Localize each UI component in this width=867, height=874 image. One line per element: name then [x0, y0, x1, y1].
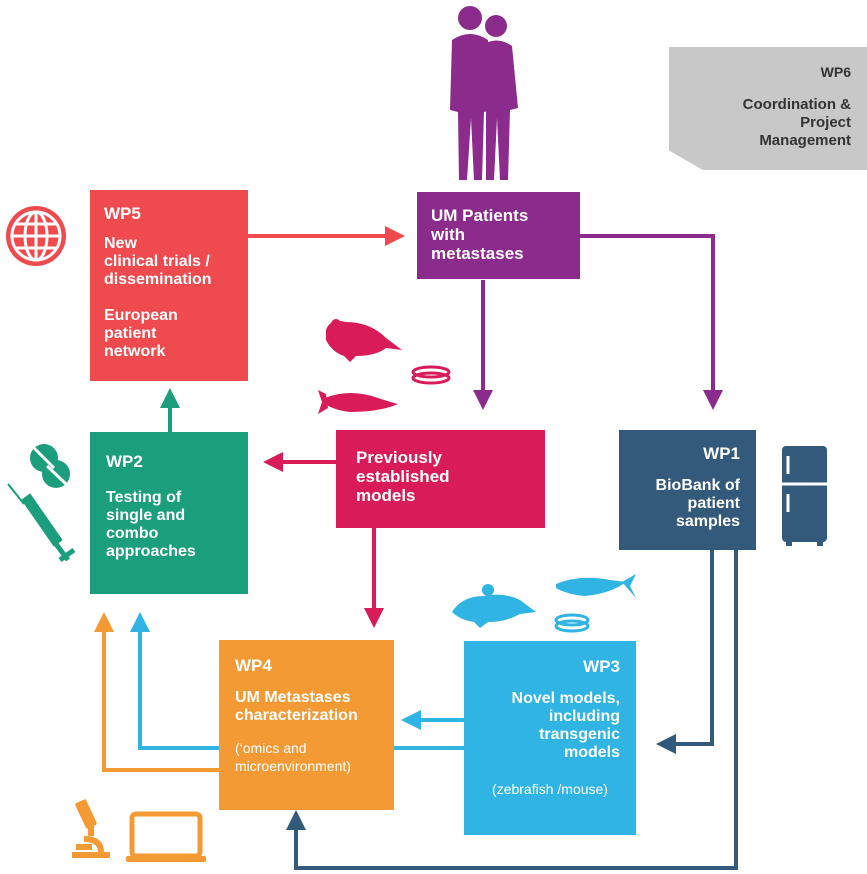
arrow-patients-to-previous [473, 280, 493, 410]
wp4-id: WP4 [235, 656, 272, 675]
arrow-wp2-to-wp5 [160, 388, 180, 432]
wp6-line3: Management [759, 132, 851, 149]
wp2-box: WP2 Testing of single and combo approach… [90, 432, 248, 594]
wp3-line5: (zebrafish /mouse) [492, 781, 608, 797]
wp1-box: WP1 BioBank of patient samples [619, 430, 756, 550]
wp4-line4: microenvironment) [235, 758, 351, 774]
globe-icon [6, 206, 66, 266]
wp3-line3: transgenic [539, 726, 620, 743]
wp6-line2: Project [800, 114, 851, 131]
wp1-line2: patient [687, 495, 740, 512]
previous-line2: established [356, 467, 450, 486]
wp4-line3: (‘omics and [235, 740, 307, 756]
arrow-previous-to-wp4 [364, 528, 384, 628]
wp3-line2: including [548, 708, 620, 725]
wp4-line2: characterization [235, 707, 358, 724]
arrow-wp4-to-wp2 [94, 612, 220, 772]
petri-dish-icon-previous [411, 365, 451, 385]
fridge-icon [782, 446, 827, 546]
wp2-line1: Testing of [106, 489, 182, 506]
arrow-wp1-to-wp4 [286, 550, 738, 870]
previous-models-box: Previously established models [336, 430, 545, 528]
syringe-icon [7, 483, 76, 563]
wp2-line2: single and [106, 507, 186, 524]
wp5-line1: New [104, 235, 137, 252]
patients-box: UM Patients with metastases [417, 192, 580, 279]
wp3-line4: models [563, 744, 620, 761]
arrow-wp5-to-patients [248, 226, 405, 246]
mouse-icon-wp3 [452, 584, 536, 628]
wp1-line3: samples [675, 513, 740, 530]
wp5-id: WP5 [104, 204, 141, 223]
fish-icon-wp3 [556, 574, 636, 598]
petri-dish-icon-wp3 [554, 613, 590, 633]
people-icon [450, 6, 518, 180]
wp6-text: Coordination & Project Management [743, 96, 851, 150]
microscope-icon [72, 799, 110, 858]
arrow-patients-to-wp1 [580, 234, 723, 410]
arrow-wp1-to-wp3 [656, 550, 714, 754]
previous-line3: models [356, 486, 416, 505]
wp1-id: WP1 [703, 444, 740, 463]
fish-icon-previous [318, 390, 398, 414]
patients-line2: with [431, 225, 465, 244]
patients-line3: metastases [431, 244, 524, 263]
previous-line1: Previously [356, 448, 442, 467]
arrow-previous-to-wp2 [263, 452, 337, 472]
wp5-line6: network [104, 343, 166, 360]
wp2-line4: approaches [106, 543, 196, 560]
wp6-line1: Coordination & [742, 96, 851, 113]
wp4-line1: UM Metastases [235, 689, 351, 706]
pills-icon [30, 444, 70, 488]
wp5-line4: European [104, 307, 178, 324]
wp5-box: WP5 New clinical trials / dissemination … [90, 190, 248, 381]
laptop-icon [126, 811, 206, 862]
wp2-id: WP2 [106, 452, 143, 471]
mouse-icon-previous [326, 319, 402, 362]
wp5-line2: clinical trials / [104, 253, 210, 270]
wp5-line3: dissemination [104, 271, 212, 288]
wp3-box: WP3 Novel models, including transgenic m… [464, 641, 636, 835]
wp1-line1: BioBank of [655, 477, 740, 494]
wp3-line1: Novel models, [511, 690, 620, 707]
wp2-line3: combo [106, 525, 159, 542]
patients-line1: UM Patients [431, 206, 529, 225]
wp6-box: WP6 Coordination & Project Management [669, 47, 867, 170]
wp5-line5: patient [104, 325, 157, 342]
wp6-id: WP6 [820, 64, 851, 80]
wp3-id: WP3 [583, 657, 620, 676]
wp4-box: WP4 UM Metastases characterization (‘omi… [219, 640, 394, 810]
arrow-wp3-to-wp4 [401, 710, 465, 730]
